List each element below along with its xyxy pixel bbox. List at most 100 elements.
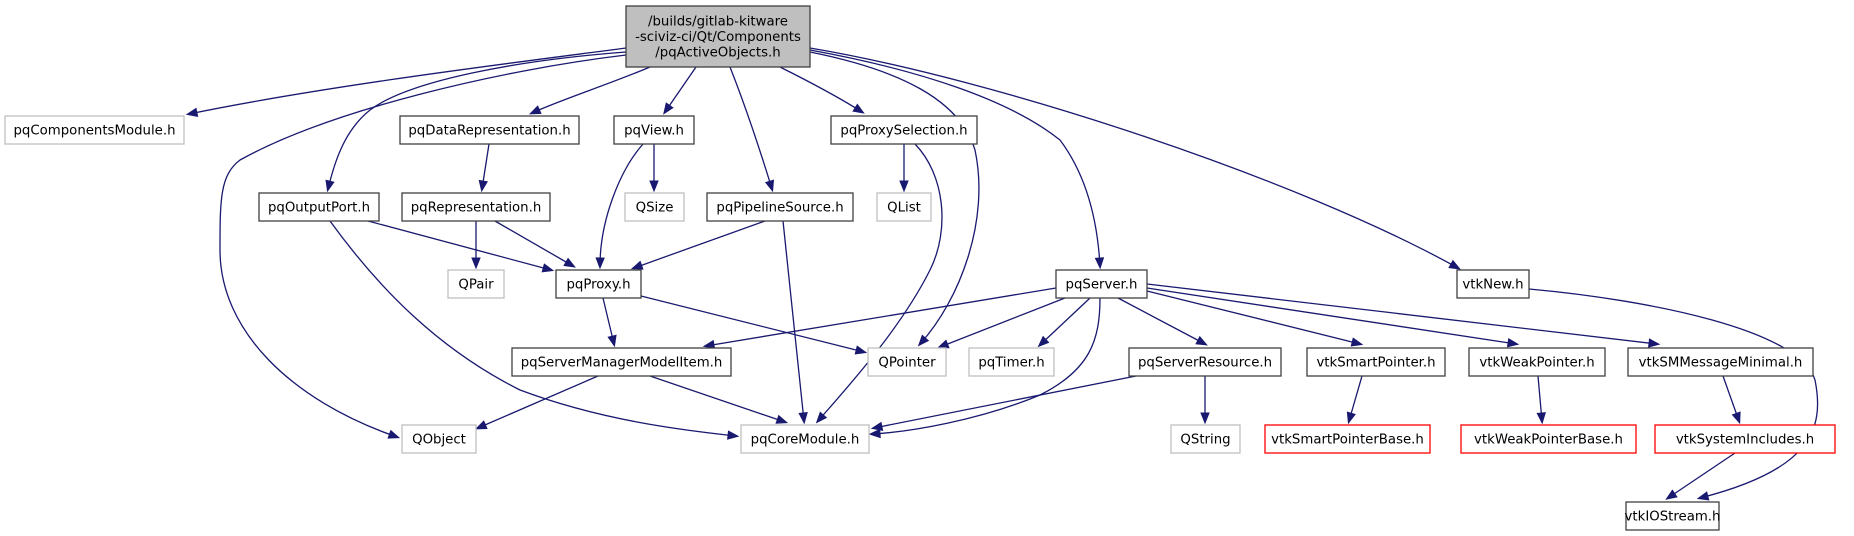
node-QList: QList <box>876 192 932 222</box>
edge-root-to-QObject <box>219 54 627 439</box>
node-vtkWeakPointer[interactable]: vtkWeakPointer.h <box>1468 347 1606 377</box>
edge-root-to-pqDataRepresentation <box>528 66 651 115</box>
arrowhead-icon <box>1448 259 1461 270</box>
edge-line <box>809 47 1459 269</box>
edge-root-to-vtkNew <box>809 47 1461 270</box>
edge-line <box>640 295 865 353</box>
node-pqServerManagerModelItem[interactable]: pqServerManagerModelItem.h <box>511 347 732 377</box>
node-label: pqRepresentation.h <box>411 200 542 215</box>
node-box <box>1654 424 1836 454</box>
edge-vtkNew-to-vtkIOStream <box>1528 288 1819 501</box>
arrowhead-icon <box>775 414 789 424</box>
node-label: -sciviz-ci/Qt/Components <box>635 30 801 45</box>
node-label: pqServerResource.h <box>1138 355 1272 370</box>
edge-line <box>1146 283 1658 345</box>
arrowhead-icon <box>663 102 674 115</box>
node-vtkNew[interactable]: vtkNew.h <box>1456 269 1530 299</box>
edge-line <box>1528 288 1819 499</box>
node-label: QPair <box>458 277 494 292</box>
node-pqServer[interactable]: pqServer.h <box>1055 269 1148 299</box>
node-pqServerResource[interactable]: pqServerResource.h <box>1128 347 1282 377</box>
node-pqProxy[interactable]: pqProxy.h <box>555 269 642 299</box>
edge-line <box>873 375 1137 429</box>
arrowhead-icon <box>1665 489 1678 500</box>
edge-pqServerManagerModelItem-to-pqCoreModule <box>649 375 789 424</box>
node-vtkIOStream[interactable]: vtkIOStream.h <box>1625 501 1721 531</box>
node-box <box>624 192 685 222</box>
node-label: vtkNew.h <box>1462 277 1523 292</box>
node-label: QSize <box>636 200 674 215</box>
node-root[interactable]: /builds/gitlab-kitware-sciviz-ci/Qt/Comp… <box>625 5 811 68</box>
node-QPointer: QPointer <box>867 347 947 377</box>
node-box <box>447 269 505 299</box>
node-vtkSMMessageMinimal[interactable]: vtkSMMessageMinimal.h <box>1627 347 1814 377</box>
node-label: /builds/gitlab-kitware <box>648 14 788 29</box>
node-label: pqDataRepresentation.h <box>408 123 570 138</box>
node-box <box>555 269 642 299</box>
node-box <box>968 347 1055 377</box>
node-box <box>876 192 932 222</box>
node-QSize: QSize <box>624 192 685 222</box>
edge-line <box>633 220 766 269</box>
arrowhead-icon <box>1696 491 1710 501</box>
node-pqPipelineSource[interactable]: pqPipelineSource.h <box>706 192 854 222</box>
edge-line <box>729 66 773 190</box>
edge-pqServerResource-to-QString <box>1200 376 1210 425</box>
node-label: QObject <box>412 432 466 447</box>
edge-root-to-QPointer <box>809 51 980 347</box>
edge-vtkWeakPointer-to-vtkWeakPointerBase <box>1536 375 1546 425</box>
arrowhead-icon <box>870 421 884 431</box>
node-box <box>867 347 947 377</box>
edge-pqServer-to-vtkSMMessageMinimal <box>1146 283 1661 348</box>
edge-pqServer-to-pqServerManagerModelItem <box>702 287 1057 350</box>
node-box <box>1456 269 1530 299</box>
node-pqView[interactable]: pqView.h <box>613 115 695 145</box>
node-pqProxySelection[interactable]: pqProxySelection.h <box>830 115 978 145</box>
edge-line <box>809 49 1101 267</box>
node-label: QString <box>1180 432 1230 447</box>
node-box <box>1468 347 1606 377</box>
edge-line <box>494 220 574 267</box>
arrowhead-icon <box>1195 335 1208 346</box>
arrowhead-icon <box>1536 412 1546 425</box>
arrowhead-icon <box>478 179 488 193</box>
arrowhead-icon <box>1094 257 1105 270</box>
edge-line <box>329 220 737 437</box>
edge-pqOutputPort-to-pqCoreModule <box>329 220 740 440</box>
node-vtkSystemIncludes[interactable]: vtkSystemIncludes.h <box>1654 424 1836 454</box>
node-label: vtkSmartPointer.h <box>1316 355 1435 370</box>
edge-pqProxySelection-to-QList <box>899 144 909 193</box>
node-box <box>4 115 185 145</box>
edge-root-to-pqComponentsModule <box>185 47 627 117</box>
node-box <box>1625 501 1720 531</box>
edge-pqView-to-pqProxy <box>595 143 644 270</box>
edge-line <box>779 66 863 113</box>
node-vtkSmartPointerBase[interactable]: vtkSmartPointerBase.h <box>1264 424 1431 454</box>
node-vtkSmartPointer[interactable]: vtkSmartPointer.h <box>1306 347 1446 377</box>
node-QString: QString <box>1170 424 1241 454</box>
edge-line <box>649 375 786 423</box>
edge-line <box>1146 287 1517 345</box>
node-box <box>1128 347 1282 377</box>
node-pqRepresentation[interactable]: pqRepresentation.h <box>401 192 551 222</box>
node-pqDataRepresentation[interactable]: pqDataRepresentation.h <box>399 115 580 145</box>
node-label: QPointer <box>878 355 936 370</box>
edge-line <box>1039 297 1091 346</box>
node-box <box>1264 424 1431 454</box>
edge-pqServer-to-vtkSmartPointer <box>1146 290 1364 347</box>
node-box <box>625 5 811 68</box>
node-label: pqProxySelection.h <box>840 123 967 138</box>
edge-line <box>1667 452 1736 499</box>
arrowhead-icon <box>764 179 775 193</box>
node-pqOutputPort[interactable]: pqOutputPort.h <box>258 192 380 222</box>
edge-pqView-to-QSize <box>649 144 659 193</box>
arrowhead-icon <box>1037 335 1050 348</box>
edge-root-to-pqPipelineSource <box>729 66 775 193</box>
edge-line <box>188 47 627 115</box>
edges-layer <box>185 47 1819 501</box>
arrowhead-icon <box>185 107 199 117</box>
node-vtkWeakPointerBase[interactable]: vtkWeakPointerBase.h <box>1460 424 1637 454</box>
edge-pqServer-to-pqTimer <box>1037 297 1091 348</box>
node-box <box>740 424 870 454</box>
edge-pqDataRepresentation-to-pqRepresentation <box>478 143 490 193</box>
